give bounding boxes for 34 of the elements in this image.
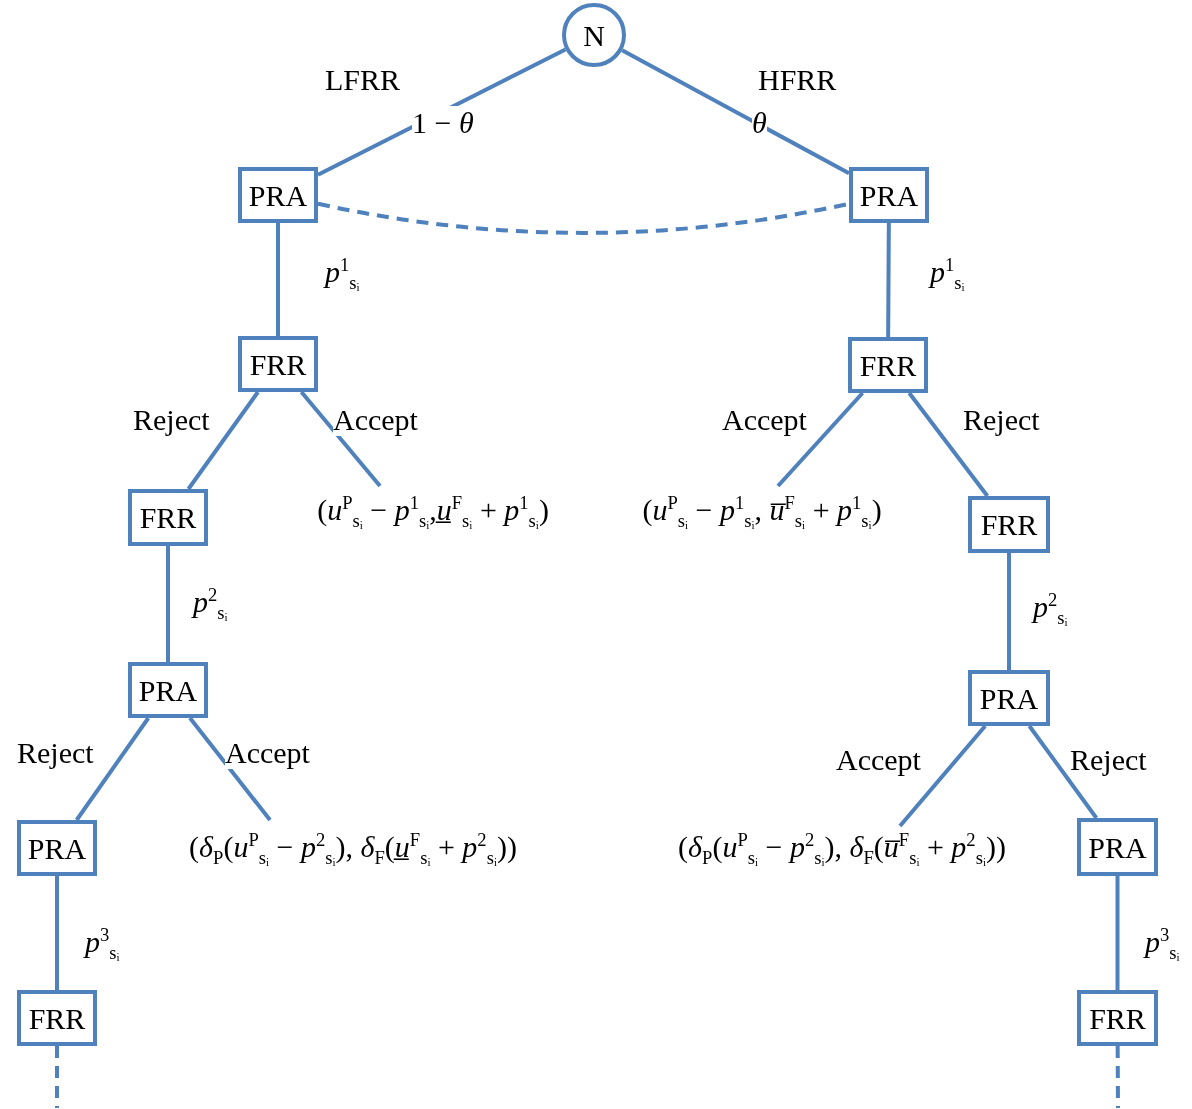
tree-branch (886, 223, 891, 337)
node-circle: N (562, 3, 626, 67)
tree-branch (188, 716, 272, 822)
player-box: PRA (968, 670, 1050, 726)
tree-branch (276, 223, 280, 336)
player-box: PRA (1077, 818, 1158, 876)
player-box: FRR (17, 990, 97, 1046)
tree-branch (186, 390, 260, 491)
player-box: PRA (128, 662, 208, 718)
tree-branch (621, 48, 850, 176)
payoff-text: (δ$_{P}$(u$^{P}$$_{sᵢ}$ − p$^{2}$$_{sᵢ}$), δ$_{F}$(u̲$^{F}$$_{sᵢ}$ + p$^{2}$$_{sᵢ}$)) (189, 830, 517, 869)
player-box: FRR (848, 337, 928, 393)
player-box: PRA (849, 167, 929, 223)
player-box: FRR (238, 336, 318, 392)
tree-branch (907, 391, 989, 498)
player-box: FRR (968, 496, 1050, 553)
tree-branch (1115, 876, 1120, 990)
player-box: PRA (238, 167, 318, 223)
tree-branch (75, 716, 150, 822)
continuation-line (55, 1046, 59, 1108)
tree-branch (299, 390, 382, 488)
tree-branch (1027, 724, 1098, 820)
tree-branch (898, 724, 987, 828)
player-box: PRA (17, 820, 97, 876)
player-box: FRR (1077, 990, 1158, 1046)
tree-branch (166, 546, 170, 662)
payoff-text: (u$^{P}$$_{sᵢ}$ − p$^{1}$$_{sᵢ}$, u̅$^{F}$$_{sᵢ}$ + p$^{1}$$_{sᵢ}$) (642, 493, 882, 532)
tree-branch (776, 391, 865, 488)
player-box: FRR (128, 489, 208, 546)
payoff-text: (δ$_{P}$(u$^{P}$$_{sᵢ}$ − p$^{2}$$_{sᵢ}$), δ$_{F}$(u̅$^{F}$$_{sᵢ}$ + p$^{2}$$_{sᵢ}$)) (678, 830, 1006, 869)
payoff-text: (u$^{P}$$_{sᵢ}$ − p$^{1}$$_{sᵢ}$,u̲$^{F}$$_{sᵢ}$ + p$^{1}$$_{sᵢ}$) (317, 493, 549, 532)
continuation-line (1115, 1046, 1120, 1108)
tree-branch (55, 876, 59, 990)
tree-branch (1007, 553, 1011, 670)
